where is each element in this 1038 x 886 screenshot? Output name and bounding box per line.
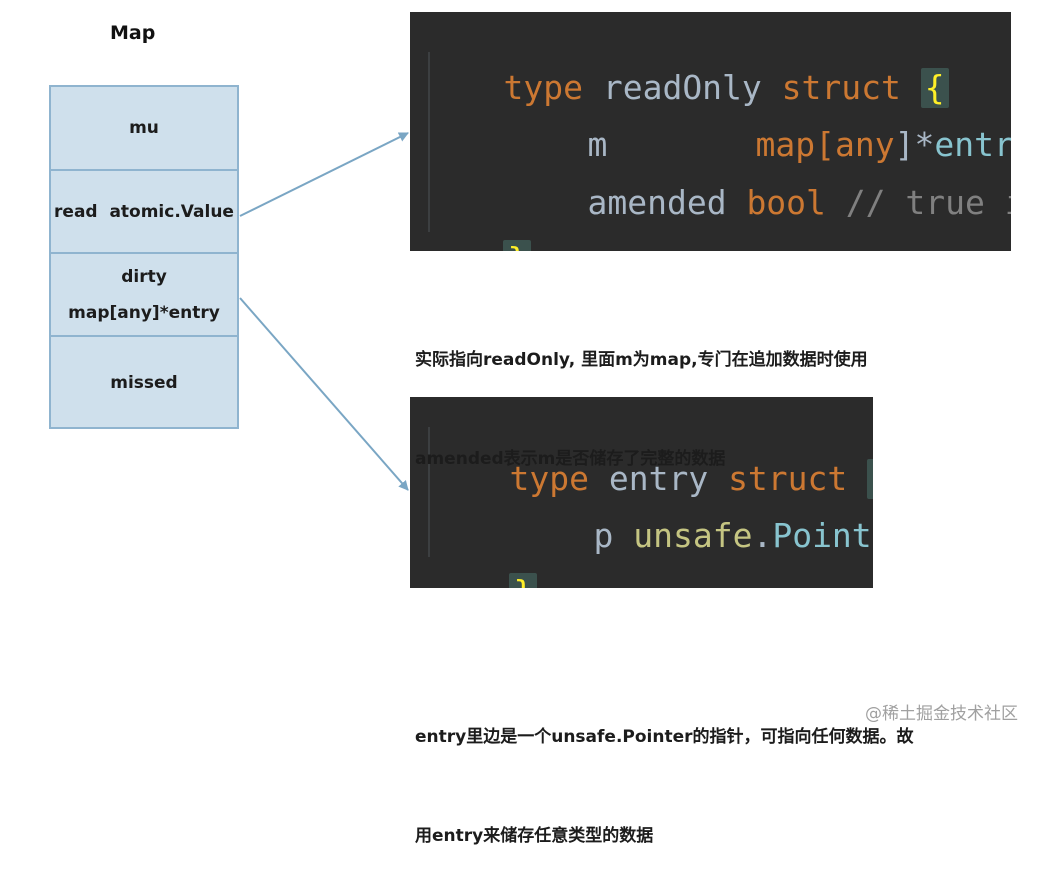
field-read: read atomic.Value	[51, 171, 237, 254]
comment: // true if	[845, 183, 1011, 222]
struct-name: entry	[608, 459, 709, 498]
field-dirty: dirty map[any]*entry	[51, 254, 237, 337]
arrow-dirty-to-entry	[239, 297, 409, 491]
code-line-1: type readOnly struct {	[424, 28, 949, 148]
entry-note-line-1: entry里边是一个unsafe.Pointer的指针，可指向任何数据。故	[415, 727, 914, 747]
arrow-read-to-readonly	[239, 132, 409, 217]
code-line-2: m	[508, 85, 607, 205]
field-missed-label: missed	[110, 373, 178, 393]
map-keyword: map[	[755, 125, 835, 164]
dot: .	[752, 516, 773, 555]
open-brace: {	[867, 459, 873, 499]
any-keyword: any	[834, 125, 895, 164]
entry-type: entry	[934, 125, 1011, 164]
code-line-1: type entry struct {	[430, 419, 873, 539]
readonly-note-line-2: amended表示m是否储存了完整的数据	[415, 449, 726, 469]
pointer-symbol: ]*	[894, 125, 935, 164]
map-struct-box: mu read atomic.Value dirty map[any]*entr…	[49, 85, 239, 429]
entry-note-line-2: 用entry来储存任意类型的数据	[415, 826, 654, 846]
bool-keyword: bool	[746, 183, 826, 222]
keyword-struct: struct	[781, 68, 901, 107]
watermark: @稀土掘金技术社区	[865, 704, 1018, 724]
field-name: m	[587, 125, 608, 164]
code-line-3: amended bool // true if	[508, 143, 1011, 251]
open-brace: {	[920, 68, 949, 108]
package-name: unsafe	[633, 516, 753, 555]
arrows-layer	[239, 132, 409, 491]
field-dirty-type: map[any]*entry	[68, 302, 220, 323]
field-read-label: read atomic.Value	[54, 201, 234, 222]
gutter-guide	[428, 427, 430, 557]
code-line-4: }	[424, 200, 532, 251]
field-missed: missed	[51, 337, 237, 429]
pointer-type: Pointer	[772, 516, 873, 555]
code-line-3: }	[430, 533, 538, 588]
keyword-struct: struct	[728, 459, 848, 498]
field-mu-label: mu	[129, 118, 159, 138]
close-brace: }	[503, 240, 532, 251]
gutter-guide	[428, 52, 430, 232]
entry-note: entry里边是一个unsafe.Pointer的指针，可指向任何数据。故 用e…	[415, 655, 914, 886]
field-name: amended	[587, 183, 727, 222]
keyword-type: type	[509, 459, 589, 498]
code-line-2-type: map[any]*entry	[676, 85, 1011, 205]
struct-name: readOnly	[602, 68, 762, 107]
readonly-note-line-1: 实际指向readOnly, 里面m为map,专门在追加数据时使用	[415, 350, 868, 370]
field-name: p	[593, 516, 614, 555]
keyword-type: type	[503, 68, 583, 107]
code-entry-panel: type entry struct { p unsafe.Pointer }	[410, 397, 873, 588]
code-line-2: p unsafe.Pointer	[514, 476, 873, 588]
field-dirty-label: dirty	[121, 266, 167, 287]
diagram-title: Map	[110, 22, 156, 44]
field-mu: mu	[51, 87, 237, 171]
readonly-note: 实际指向readOnly, 里面m为map,专门在追加数据时使用 amended…	[415, 278, 868, 509]
close-brace: }	[509, 573, 538, 588]
code-readonly-panel: type readOnly struct { m map[any]*entry …	[410, 12, 1011, 251]
